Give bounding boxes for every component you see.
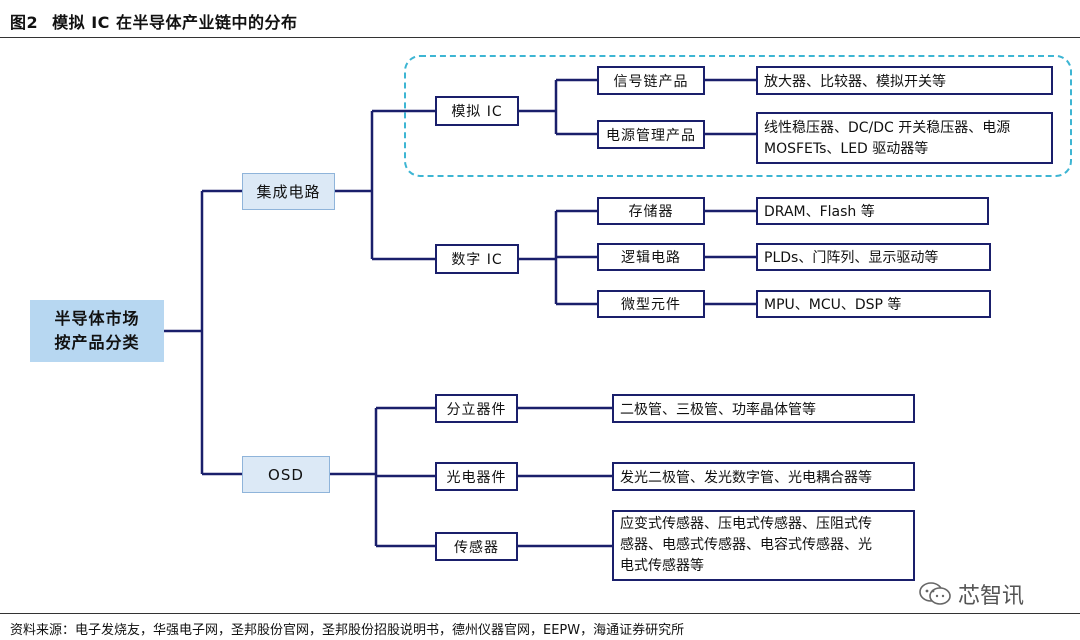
node-osd: OSD [242, 456, 330, 493]
leaf-sensors: 应变式传感器、压电式传感器、压阻式传 感器、电感式传感器、电容式传感器、光 电式… [612, 510, 915, 581]
node-analog-ic: 模拟 IC [435, 96, 519, 126]
node-logic-circuits: 逻辑电路 [597, 243, 705, 271]
leaf-micro: MPU、MCU、DSP 等 [756, 290, 991, 318]
node-power-management: 电源管理产品 [597, 120, 705, 149]
analog-ic-highlight-frame [404, 55, 1072, 177]
top-rule [0, 37, 1080, 38]
leaf-sensor-line3: 电式传感器等 [620, 558, 704, 574]
root-line1: 半导体市场 [54, 309, 140, 328]
source-note: 资料来源：电子发烧友，华强电子网，圣邦股份官网，圣邦股份招股说明书，德州仪器官网… [10, 623, 685, 638]
leaf-optoelectronic: 发光二极管、发光数字管、光电耦合器等 [612, 462, 915, 491]
figure-title-text: 模拟 IC 在半导体产业链中的分布 [52, 13, 298, 32]
figure-title: 图2 模拟 IC 在半导体产业链中的分布 [10, 9, 297, 33]
leaf-power-management: 线性稳压器、DC/DC 开关稳压器、电源 MOSFETs、LED 驱动器等 [756, 112, 1053, 164]
leaf-sensor-line1: 应变式传感器、压电式传感器、压阻式传 [620, 516, 872, 532]
figure-number: 图2 [10, 13, 39, 32]
leaf-discrete: 二极管、三极管、功率晶体管等 [612, 394, 915, 423]
node-signal-chain: 信号链产品 [597, 66, 705, 95]
root-line2: 按产品分类 [54, 333, 140, 352]
chat-bubble-icon [918, 581, 952, 607]
leaf-signal-chain: 放大器、比较器、模拟开关等 [756, 66, 1053, 95]
node-memory: 存储器 [597, 197, 705, 225]
node-discrete-devices: 分立器件 [435, 394, 518, 423]
watermark-text: 芯智讯 [958, 584, 1025, 609]
watermark: 芯智讯 [918, 578, 1024, 610]
node-integrated-circuit: 集成电路 [242, 173, 335, 210]
node-optoelectronic-devices: 光电器件 [435, 462, 518, 491]
leaf-sensor-line2: 感器、电感式传感器、电容式传感器、光 [620, 537, 872, 553]
root-node: 半导体市场 按产品分类 [30, 300, 164, 362]
leaf-power-line2: MOSFETs、LED 驱动器等 [764, 141, 929, 157]
node-digital-ic: 数字 IC [435, 244, 519, 274]
leaf-memory: DRAM、Flash 等 [756, 197, 989, 225]
node-micro-components: 微型元件 [597, 290, 705, 318]
leaf-logic: PLDs、门阵列、显示驱动等 [756, 243, 991, 271]
leaf-power-line1: 线性稳压器、DC/DC 开关稳压器、电源 [764, 120, 1011, 136]
bottom-rule [0, 613, 1080, 614]
node-sensors: 传感器 [435, 532, 518, 561]
